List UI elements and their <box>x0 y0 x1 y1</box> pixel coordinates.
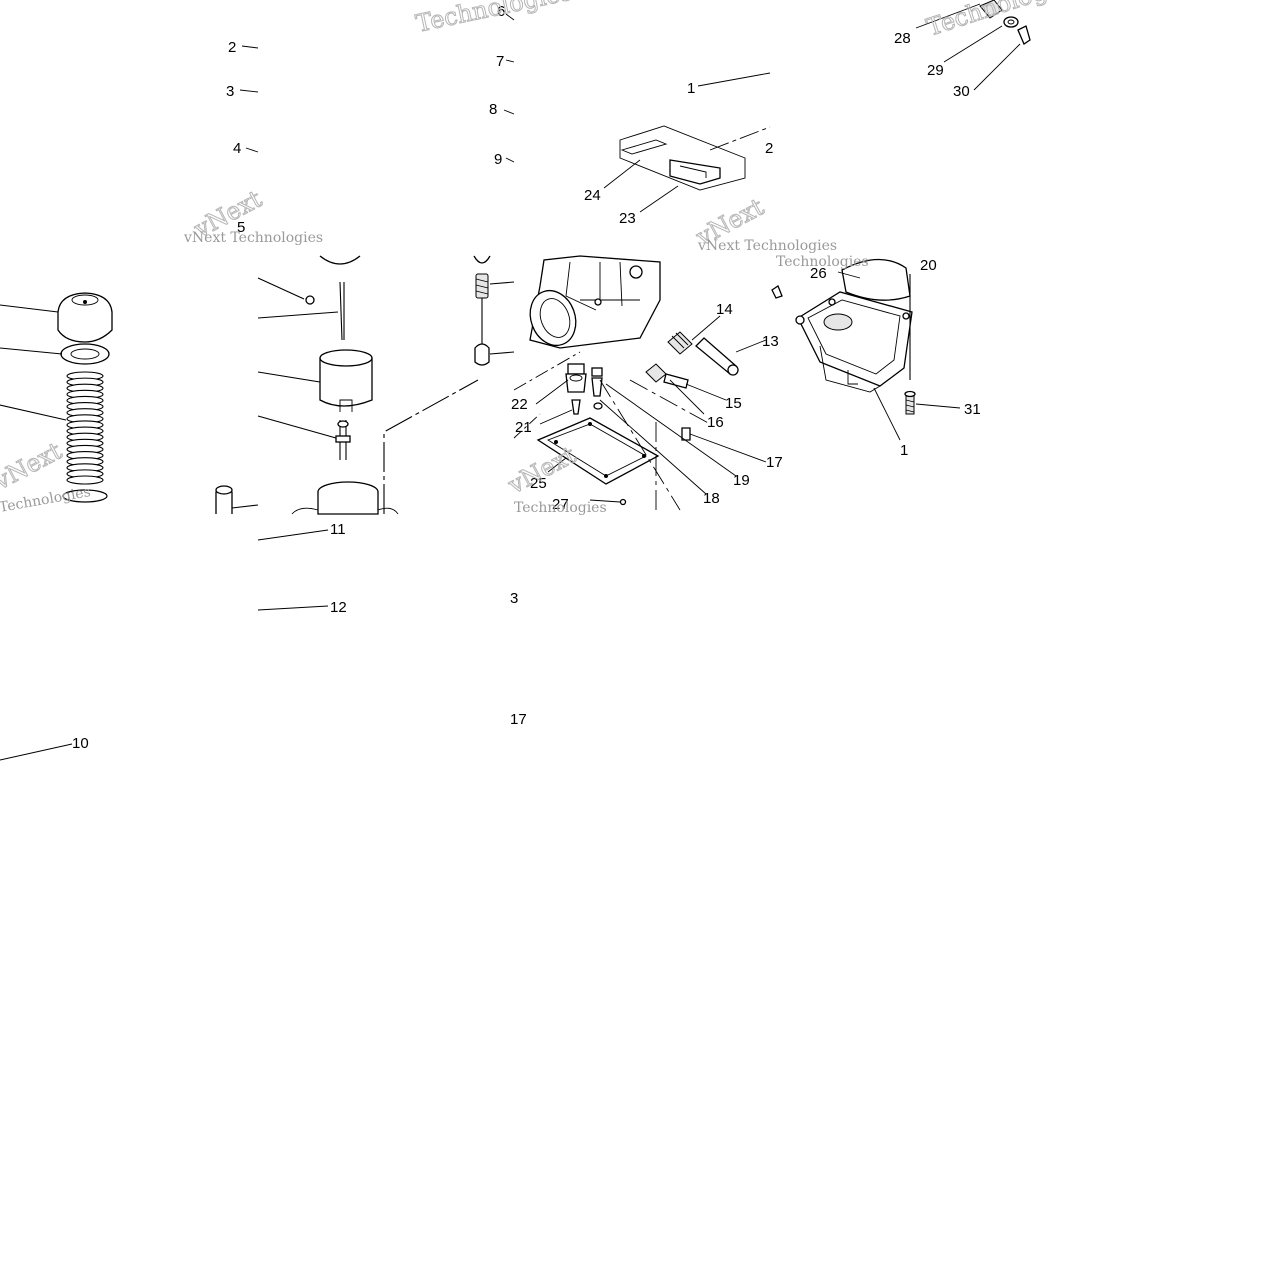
fitting-part <box>215 485 233 514</box>
watermark-mid-center-2: vNext Technologies <box>697 238 837 254</box>
callout-15: 15 <box>725 395 742 412</box>
callout-17-cut: 17 <box>766 454 783 471</box>
callout-25: 25 <box>530 475 547 492</box>
carb-body <box>529 255 661 349</box>
left-column-parts <box>0 292 113 503</box>
spring-coil <box>66 475 104 485</box>
top-right-fittings <box>979 0 1031 45</box>
throttle-slide-part <box>319 349 373 412</box>
watermark-bottom-left-1: vNext <box>0 437 67 496</box>
carb-body-parts <box>513 125 771 514</box>
callout-1-bowl: 1 <box>900 442 908 459</box>
washer-part <box>60 343 110 365</box>
callout-26: 26 <box>810 265 827 282</box>
spring-part <box>62 371 108 503</box>
watermark-mid-right: Technologies <box>776 254 869 270</box>
callout-7: 7 <box>496 53 504 70</box>
watermark-top-right: Technologies <box>923 0 1083 42</box>
watermark-mid-left-2: vNext Technologies <box>183 230 323 246</box>
callout-24: 24 <box>584 187 601 204</box>
callout-3: 3 <box>226 83 234 100</box>
callout-6: 6 <box>497 3 505 20</box>
callout-2-cut: 2 <box>765 140 773 157</box>
watermark-top-center: Technologies <box>413 0 574 38</box>
callout-8: 8 <box>489 101 497 118</box>
callout-17-partial: 17 <box>510 711 527 728</box>
callout-16: 16 <box>707 414 724 431</box>
callout-31: 31 <box>964 401 981 418</box>
callout-14: 14 <box>716 301 733 318</box>
spring-seat <box>62 489 108 503</box>
callout-28: 28 <box>894 30 911 47</box>
callout-5: 5 <box>237 219 245 236</box>
callout-23: 23 <box>619 210 636 227</box>
callout-numbers: 2 3 4 5 6 7 8 9 1 2 24 23 28 29 30 26 20… <box>72 3 981 752</box>
bowl-screw-part <box>904 390 916 415</box>
callout-20: 20 <box>920 257 937 274</box>
watermark-bottom-center-2: Technologies <box>514 500 607 516</box>
callout-11: 11 <box>330 521 346 538</box>
callout-9: 9 <box>494 151 502 168</box>
leader-lines <box>0 3 1021 761</box>
slide-column-parts <box>215 255 479 515</box>
cap-part <box>57 292 113 343</box>
callout-12: 12 <box>330 599 347 616</box>
callout-27: 27 <box>552 496 569 513</box>
callout-22: 22 <box>511 396 528 413</box>
callout-29: 29 <box>927 62 944 79</box>
callout-30: 30 <box>953 83 970 100</box>
air-screw-spring-part <box>667 331 739 376</box>
callout-1-top: 1 <box>687 80 695 97</box>
pilot-screw-parts <box>473 255 515 366</box>
needle-jet-part <box>335 420 351 460</box>
callout-10: 10 <box>72 735 89 752</box>
idle-screw-part <box>645 363 689 389</box>
callout-3-partial: 3 <box>510 590 518 607</box>
callout-18: 18 <box>703 490 720 507</box>
float-bowl <box>795 291 913 393</box>
float-arm-part <box>619 125 746 191</box>
callout-2: 2 <box>228 39 236 56</box>
float-bowl-parts <box>771 0 1031 415</box>
bowl-gasket-part <box>536 417 660 485</box>
callout-19: 19 <box>733 472 750 489</box>
callout-13: 13 <box>762 333 779 350</box>
callout-4: 4 <box>233 140 241 157</box>
callout-21: 21 <box>515 419 532 436</box>
main-jet-parts <box>565 363 603 415</box>
carb-mouth-part <box>291 481 399 515</box>
